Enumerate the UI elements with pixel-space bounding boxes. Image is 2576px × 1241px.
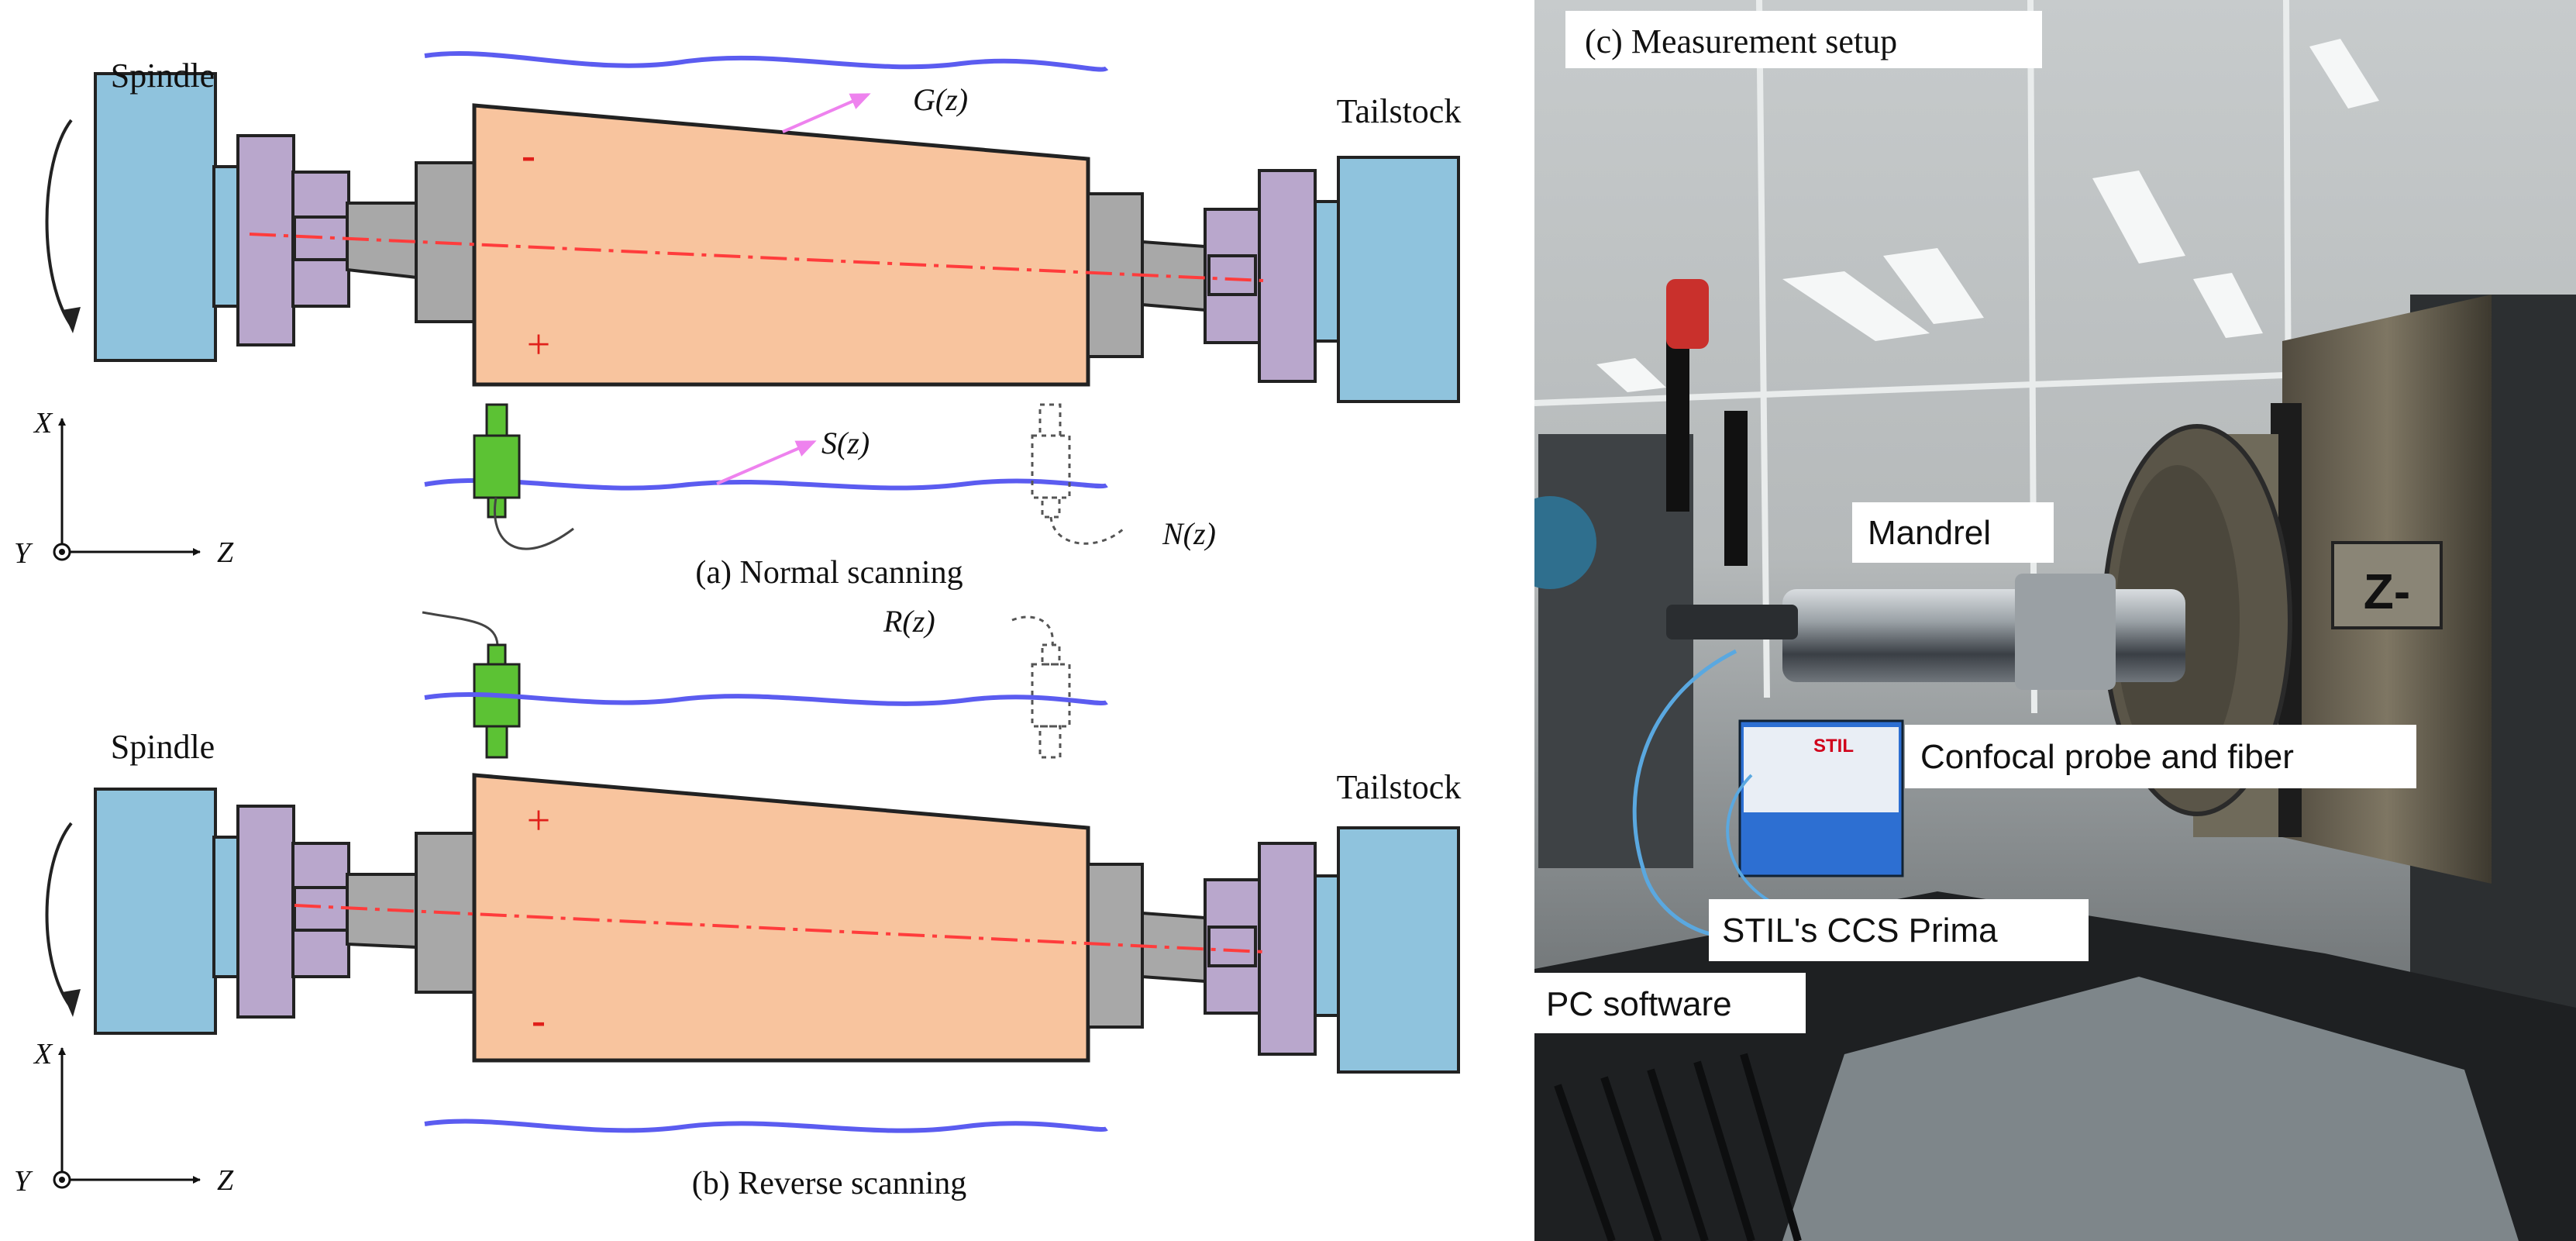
ceiling-lights bbox=[1596, 39, 2379, 392]
tail-plate bbox=[1258, 169, 1317, 383]
operator-head bbox=[1534, 496, 1596, 589]
mandrel-label-box bbox=[1852, 502, 2054, 563]
probe-outline-n bbox=[1031, 403, 1127, 545]
sign-top: - bbox=[522, 132, 536, 178]
r-label: R(z) bbox=[883, 604, 935, 639]
spindle-a bbox=[94, 72, 350, 362]
axis-triad-b: X Y Z bbox=[14, 1038, 234, 1198]
title-box bbox=[1565, 11, 2042, 68]
probe-label: Confocal probe and fiber bbox=[1920, 738, 2294, 776]
panel-b-reverse-scanning: R(z) bbox=[14, 604, 1461, 1201]
panel-c-measurement-setup: Z- bbox=[1534, 0, 2576, 1241]
probe-a bbox=[473, 403, 574, 550]
probe-b bbox=[422, 611, 521, 759]
tailstock-a bbox=[1204, 156, 1460, 403]
setup-photo: Z- bbox=[1534, 0, 2576, 1241]
spindle-collar bbox=[212, 165, 240, 308]
caption-b: (b) Reverse scanning bbox=[692, 1166, 967, 1201]
s-normal-arrow bbox=[716, 440, 817, 485]
rotation-arrow-b-icon bbox=[45, 822, 73, 1009]
panel-c-title: (c) Measurement setup bbox=[1585, 22, 1897, 60]
axis-y-label: Y bbox=[14, 537, 33, 570]
z-plate bbox=[2331, 541, 2443, 629]
tailstock-label-b: Tailstock bbox=[1337, 768, 1462, 806]
spindle-b bbox=[94, 788, 350, 1035]
lower-wave-b bbox=[424, 1119, 1108, 1133]
controller-brand: STIL bbox=[1813, 736, 1854, 757]
mandrel bbox=[1782, 589, 2185, 682]
s-profile-wave bbox=[424, 477, 1108, 491]
spindle-body bbox=[94, 72, 217, 362]
g-profile-wave bbox=[424, 50, 1109, 72]
n-label: N(z) bbox=[1162, 516, 1216, 551]
pc-label: PC software bbox=[1546, 985, 1732, 1023]
centerline-b bbox=[294, 904, 1264, 953]
tailstock-body bbox=[1337, 156, 1460, 403]
centerline-a bbox=[249, 233, 1264, 282]
probe-outline-r bbox=[1011, 615, 1071, 759]
controller-label-box bbox=[1709, 899, 2089, 961]
s-label: S(z) bbox=[821, 426, 870, 460]
sign-top-b: + bbox=[527, 797, 550, 843]
sign-bottom: + bbox=[527, 321, 550, 367]
r-profile-wave bbox=[424, 692, 1108, 706]
axis-y-label-b: Y bbox=[14, 1165, 33, 1198]
z-plate-text: Z- bbox=[2364, 564, 2410, 619]
tailstock-label: Tailstock bbox=[1337, 92, 1462, 130]
chuck-plate bbox=[236, 134, 295, 346]
plastic-cover bbox=[1782, 977, 2519, 1241]
panel-a-normal-scanning: G(z) - + Spindle Tailstock S(z) N(z) bbox=[14, 50, 1462, 591]
bellows bbox=[1554, 1053, 1802, 1241]
g-normal-arrow bbox=[782, 93, 871, 133]
probe-fiber-b bbox=[422, 611, 499, 646]
probe-fiber bbox=[494, 497, 574, 550]
probe-label-box bbox=[1905, 725, 2416, 788]
tail-collar bbox=[1314, 200, 1341, 343]
rotation-arrow-icon bbox=[45, 119, 73, 327]
tailstock-b bbox=[1204, 826, 1460, 1074]
spindle-label-b: Spindle bbox=[111, 728, 215, 766]
mandrel-label: Mandrel bbox=[1868, 514, 1991, 552]
confocal-probe bbox=[1666, 605, 1798, 639]
axis-z-label-b: Z bbox=[217, 1164, 234, 1197]
axis-x-label-b: X bbox=[33, 1038, 53, 1070]
sign-bottom-b: - bbox=[532, 997, 546, 1043]
spindle-label: Spindle bbox=[111, 57, 215, 95]
workpiece-b bbox=[472, 773, 1090, 1063]
workpiece-a bbox=[472, 103, 1090, 387]
g-label: G(z) bbox=[913, 82, 968, 117]
axis-triad-a: X Y Z bbox=[14, 407, 234, 570]
pc-label-box bbox=[1534, 973, 1806, 1033]
camera bbox=[1666, 279, 1709, 349]
caption-a: (a) Normal scanning bbox=[695, 555, 963, 591]
axis-x-label: X bbox=[33, 407, 53, 440]
axis-z-label: Z bbox=[217, 536, 234, 569]
controller-label: STIL's CCS Prima bbox=[1722, 912, 1998, 950]
